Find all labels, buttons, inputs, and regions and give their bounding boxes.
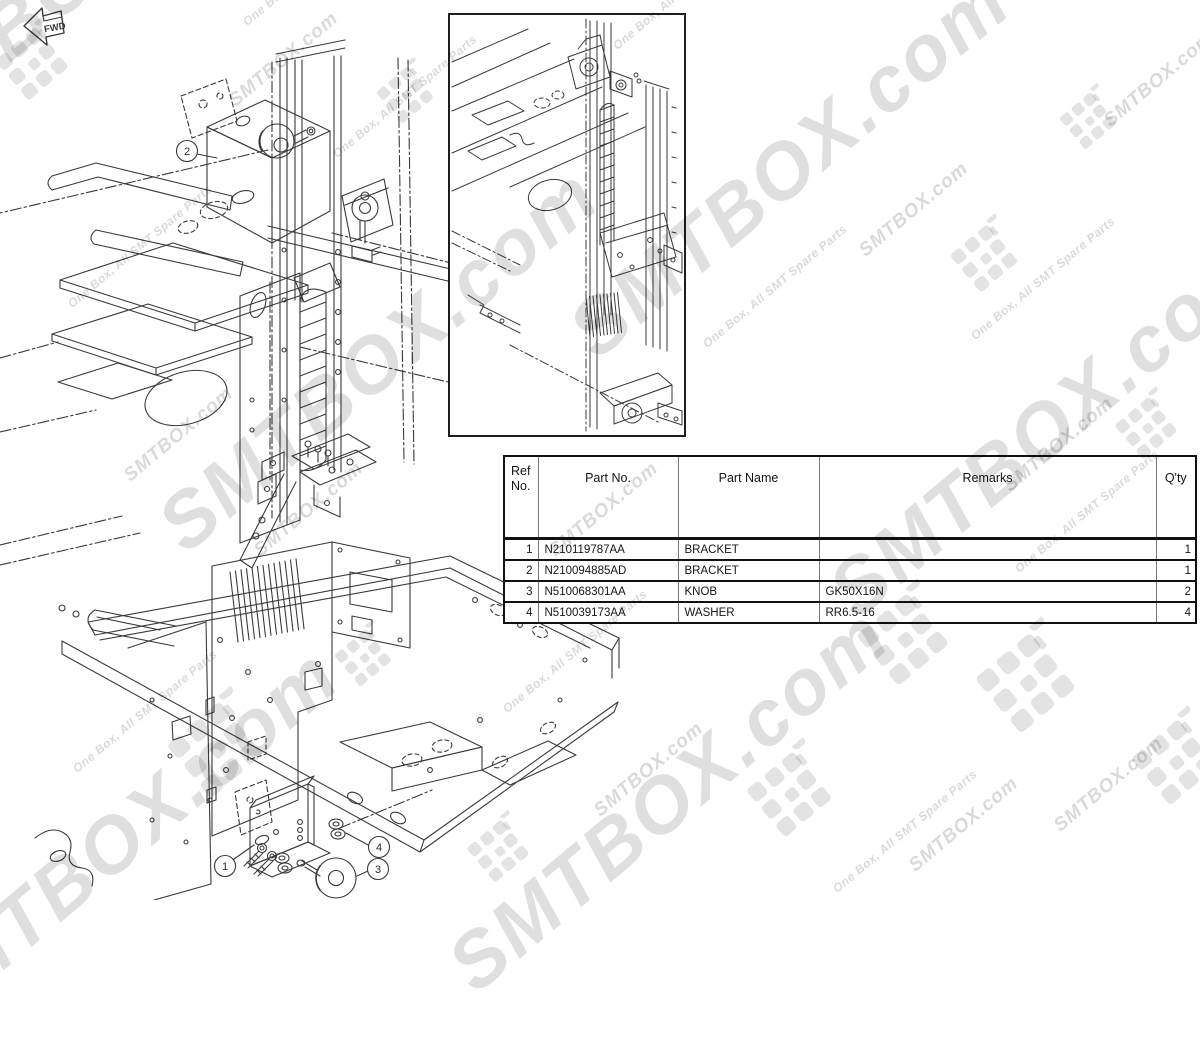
cell-part-no: N210119787AA xyxy=(537,537,679,560)
svg-text:4: 4 xyxy=(376,842,382,854)
cell-part-name: WASHER xyxy=(677,601,820,623)
cell-part-no: N210094885AD xyxy=(537,559,679,581)
phantom-lines xyxy=(0,57,456,829)
callout-4 xyxy=(367,835,391,859)
svg-text:2: 2 xyxy=(184,146,190,158)
callouts: 2 1 4 3 xyxy=(175,139,391,881)
cell-part-name: KNOB xyxy=(677,580,820,602)
cell-remarks: GK50X16N xyxy=(818,580,1157,602)
table-row: 3 N510068301AA KNOB GK50X16N 2 xyxy=(503,580,1197,602)
cell-ref: 1 xyxy=(503,537,539,560)
cell-remarks xyxy=(818,559,1157,581)
bracket-1-assembly xyxy=(234,775,357,899)
header-part-name: Part Name xyxy=(677,456,820,540)
callout-3 xyxy=(366,857,390,881)
cell-qty: 1 xyxy=(1155,537,1197,560)
svg-text:3: 3 xyxy=(375,864,381,876)
inset-detail-view xyxy=(448,13,686,437)
cell-ref: 3 xyxy=(503,580,539,602)
ghost-bracket-top xyxy=(180,78,238,139)
cell-remarks xyxy=(818,537,1157,560)
cell-qty: 4 xyxy=(1155,601,1197,623)
callout-2 xyxy=(175,139,199,163)
header-qty: Q'ty xyxy=(1155,456,1197,540)
cell-part-name: BRACKET xyxy=(677,559,820,581)
header-ref-no: Ref No. xyxy=(503,456,539,540)
callout-1 xyxy=(213,854,237,878)
header-part-no: Part No. xyxy=(537,456,679,540)
tower-column xyxy=(239,39,394,569)
bracket-2-part xyxy=(206,99,331,244)
inset-drawing xyxy=(451,18,683,432)
upper-left-brackets xyxy=(47,162,244,277)
table-row: 1 N210119787AA BRACKET 1 xyxy=(503,537,1197,560)
cell-part-name: BRACKET xyxy=(677,537,820,560)
exploded-view-drawing: FWD xyxy=(0,7,620,900)
table-header-row: Ref No. Part No. Part Name Remarks Q'ty xyxy=(503,456,1197,540)
parts-table: Ref No. Part No. Part Name Remarks Q'ty … xyxy=(503,455,1197,624)
cell-qty: 1 xyxy=(1155,559,1197,581)
bed-plates xyxy=(51,189,456,544)
cell-part-no: N510068301AA xyxy=(537,580,679,602)
cell-qty: 2 xyxy=(1155,580,1197,602)
fwd-label: FWD xyxy=(43,21,66,36)
header-remarks: Remarks xyxy=(818,456,1157,540)
cell-ref: 2 xyxy=(503,559,539,581)
cell-remarks: RR6.5-16 xyxy=(818,601,1157,623)
table-row: 2 N210094885AD BRACKET 1 xyxy=(503,559,1197,581)
cell-ref: 4 xyxy=(503,601,539,623)
svg-text:1: 1 xyxy=(222,861,228,873)
table-row: 4 N510039173AA WASHER RR6.5-16 4 xyxy=(503,601,1197,623)
fwd-arrow-icon: FWD xyxy=(23,7,67,46)
cell-part-no: N510039173AA xyxy=(537,601,679,623)
